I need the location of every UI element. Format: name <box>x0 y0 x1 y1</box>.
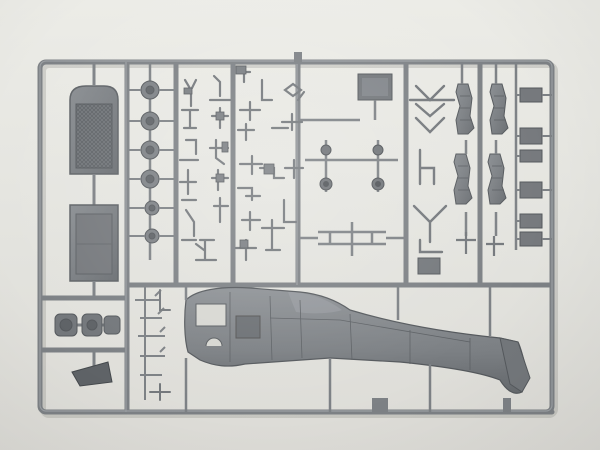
right-blocks <box>514 62 543 250</box>
column5-small-parts <box>270 82 306 224</box>
column4-parts <box>234 70 286 262</box>
lower-bay-parts <box>149 289 171 401</box>
wishbone-parts <box>408 84 456 254</box>
engine-parts <box>54 313 121 337</box>
seat-block <box>357 73 393 120</box>
exhaust-pipes <box>453 83 509 205</box>
fuselage-runners <box>184 285 492 412</box>
wedge-part <box>71 350 113 387</box>
panel-mesh-upper <box>69 62 119 205</box>
exhaust-ribs <box>458 95 506 191</box>
axles <box>298 118 406 256</box>
gate-tabs <box>294 52 511 412</box>
column7-small-parts <box>456 232 504 256</box>
wheels <box>127 62 176 260</box>
fuselage-half <box>184 286 531 394</box>
column4-blocks <box>235 65 275 249</box>
landing-gear-blocks <box>183 87 229 183</box>
landing-gear-struts <box>178 74 232 262</box>
right-block-runners <box>516 94 552 240</box>
panel-mesh-lower <box>69 204 119 298</box>
small-box <box>417 257 441 275</box>
